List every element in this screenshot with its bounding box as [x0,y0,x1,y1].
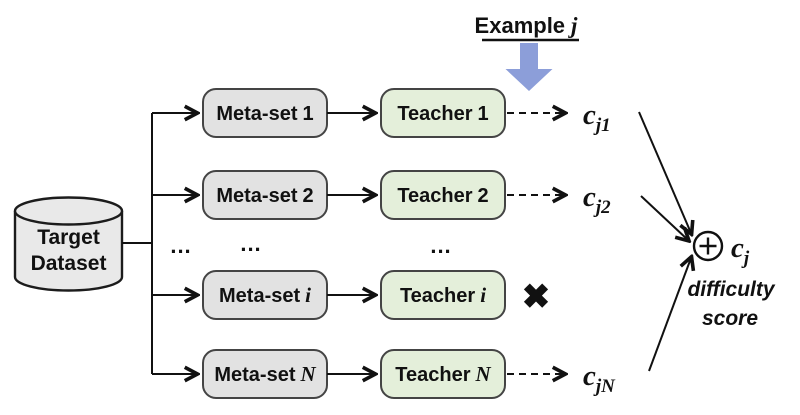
score-c-j2: cj2 [583,181,611,218]
branch-connectors [122,113,196,374]
teacher-box [380,270,506,320]
aggregate-score-c-j: cj [731,232,750,269]
teacher-box [380,349,506,399]
score1-to-sum-arrow [638,111,691,233]
teacher-box [380,170,506,220]
ellipsis-meta-column: ... [240,231,261,256]
plus-glyph [699,237,717,255]
dataset-label-line2: Dataset [31,252,107,275]
difficulty-caption-line2: score [702,307,758,330]
dataset-label-line1: Target [37,226,100,249]
cylinder-top [13,196,124,226]
circled-plus-icon [692,230,724,262]
excluded-cross-icon: ✖ [522,278,551,316]
aggregator-group: cj difficulty score [687,230,776,330]
scoren-to-sum-arrow [648,258,691,372]
aggregation-arrows [638,111,691,372]
target-dataset-cylinder: Target Dataset [13,196,124,292]
ellipsis-teacher-column: ... [430,233,451,258]
teacher-box [380,88,506,138]
score-c-j1: cj1 [583,99,611,136]
cylinder-body [13,211,124,292]
difficulty-caption-line1: difficulty [687,278,775,301]
down-arrow-icon [505,43,553,91]
ellipsis-trunk: ... [170,233,191,258]
score2-to-sum-arrow [640,195,688,240]
score-c-jn: cjN [583,360,616,397]
